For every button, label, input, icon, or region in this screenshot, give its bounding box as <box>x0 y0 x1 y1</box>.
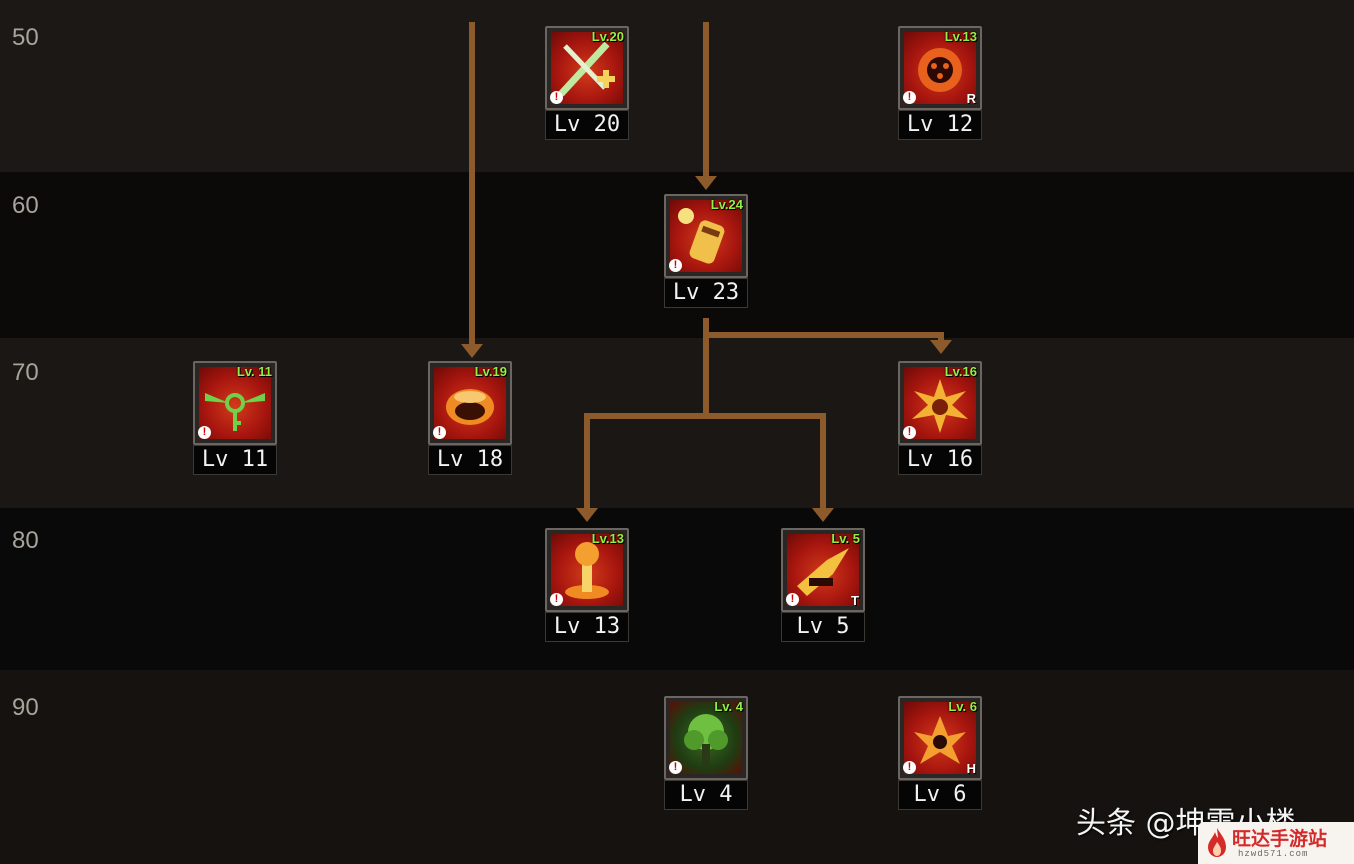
skill-node-s10[interactable]: Lv. 6 ! H Lv 6 <box>898 696 982 810</box>
skill-level-label: Lv 5 <box>781 612 865 642</box>
skill-node-s5[interactable]: Lv.19 ! Lv 18 <box>428 361 512 475</box>
fire-shell-icon <box>434 367 506 439</box>
skill-icon-frame: Lv.16 ! <box>898 361 982 445</box>
arrowhead-icon <box>576 508 598 522</box>
level-label-90: 90 <box>12 694 39 721</box>
skill-node-s8[interactable]: Lv. 5 ! T Lv 5 <box>781 528 865 642</box>
skill-level-label: Lv 4 <box>664 780 748 810</box>
alert-icon: ! <box>433 426 446 439</box>
skill-small-level: Lv.24 <box>710 197 743 212</box>
arrowhead-icon <box>930 340 952 354</box>
skill-icon-frame: Lv.13 ! R <box>898 26 982 110</box>
alert-icon: ! <box>903 426 916 439</box>
skill-node-s2[interactable]: Lv.13 ! R Lv 12 <box>898 26 982 140</box>
spike-burst-icon <box>904 702 976 774</box>
skill-small-level: Lv. 6 <box>948 699 977 714</box>
brand-url: hzwd571.com <box>1238 849 1309 859</box>
level-row-80-band <box>0 508 1354 670</box>
skill-level-label: Lv 18 <box>428 445 512 475</box>
arrowhead-icon <box>812 508 834 522</box>
skill-small-level: Lv.19 <box>474 364 507 379</box>
winged-key-icon <box>199 367 271 439</box>
fire-orb-icon <box>904 32 976 104</box>
flame-logo-icon <box>1208 828 1226 857</box>
alert-icon: ! <box>903 761 916 774</box>
blast-icon <box>787 534 859 606</box>
brand-badge: 旺达手游站 hzwd571.com <box>1198 822 1354 864</box>
skill-node-s1[interactable]: Lv.20 ! Lv 20 <box>545 26 629 140</box>
skill-level-label: Lv 12 <box>898 110 982 140</box>
skill-node-s4[interactable]: Lv. 11 ! Lv 11 <box>193 361 277 475</box>
skill-small-level: Lv.20 <box>591 29 624 44</box>
skill-icon-frame: Lv.20 ! <box>545 26 629 110</box>
skill-icon-frame: Lv. 4 ! <box>664 696 748 780</box>
alert-icon: ! <box>669 259 682 272</box>
skill-tag: R <box>966 91 976 106</box>
alert-icon: ! <box>550 593 563 606</box>
skill-small-level: Lv. 11 <box>236 364 272 379</box>
skill-small-level: Lv.13 <box>591 531 624 546</box>
skill-level-label: Lv 23 <box>664 278 748 308</box>
skill-node-s3[interactable]: Lv.24 ! Lv 23 <box>664 194 748 308</box>
arrowhead-icon <box>695 176 717 190</box>
level-label-80: 80 <box>12 527 39 554</box>
alert-icon: ! <box>903 91 916 104</box>
explosion-icon <box>904 367 976 439</box>
skill-icon-frame: Lv. 5 ! T <box>781 528 865 612</box>
skill-level-label: Lv 13 <box>545 612 629 642</box>
level-label-60: 60 <box>12 192 39 219</box>
skill-node-s6[interactable]: Lv.16 ! Lv 16 <box>898 361 982 475</box>
cannon-icon <box>670 200 742 272</box>
arrowhead-icon <box>461 344 483 358</box>
fire-pillar-icon <box>551 534 623 606</box>
skill-icon-frame: Lv. 11 ! <box>193 361 277 445</box>
skill-icon-frame: Lv.19 ! <box>428 361 512 445</box>
skill-node-s7[interactable]: Lv.13 ! Lv 13 <box>545 528 629 642</box>
alert-icon: ! <box>786 593 799 606</box>
alert-icon: ! <box>198 426 211 439</box>
skill-level-label: Lv 6 <box>898 780 982 810</box>
skill-small-level: Lv. 4 <box>714 699 743 714</box>
level-label-50: 50 <box>12 24 39 51</box>
alert-icon: ! <box>550 91 563 104</box>
skill-icon-frame: Lv. 6 ! H <box>898 696 982 780</box>
green-tree-icon <box>670 702 742 774</box>
skill-icon-frame: Lv.13 ! <box>545 528 629 612</box>
skill-level-label: Lv 20 <box>545 110 629 140</box>
skill-level-label: Lv 11 <box>193 445 277 475</box>
brand-name: 旺达手游站 <box>1232 828 1328 850</box>
skill-small-level: Lv.13 <box>944 29 977 44</box>
skill-tag: H <box>966 761 976 776</box>
level-label-70: 70 <box>12 359 39 386</box>
alert-icon: ! <box>669 761 682 774</box>
skill-level-label: Lv 16 <box>898 445 982 475</box>
crossed-blades-icon <box>551 32 623 104</box>
skill-node-s9[interactable]: Lv. 4 ! Lv 4 <box>664 696 748 810</box>
skill-icon-frame: Lv.24 ! <box>664 194 748 278</box>
skill-small-level: Lv. 5 <box>831 531 860 546</box>
level-row-50-band <box>0 0 1354 172</box>
skill-tag: T <box>851 593 859 608</box>
skill-small-level: Lv.16 <box>944 364 977 379</box>
